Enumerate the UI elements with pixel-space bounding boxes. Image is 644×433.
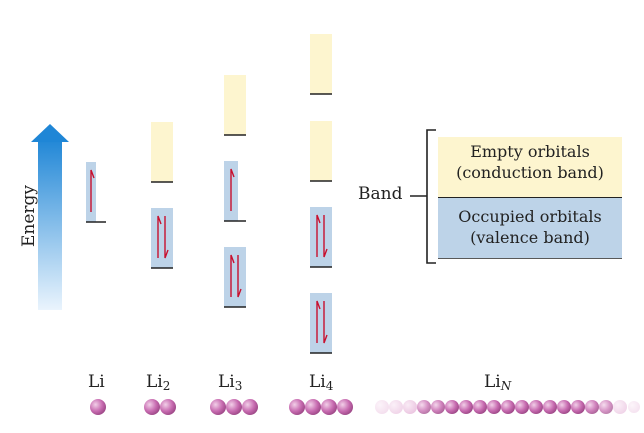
electron-up-arrow: [90, 169, 95, 212]
atom: [289, 399, 305, 415]
label-lin: LiN: [484, 372, 511, 393]
atom-row: [90, 399, 640, 415]
column-li3: [224, 75, 246, 308]
electron-up-arrow: [230, 168, 235, 211]
atom: [337, 399, 353, 415]
electron-down-arrow: [237, 255, 242, 298]
label-subscript: 4: [325, 379, 334, 393]
occupied-level-box: [224, 247, 246, 307]
occupied-level-box: [151, 208, 173, 268]
label-li4: Li4: [309, 372, 333, 393]
atom: [90, 399, 106, 415]
occupied-level-box: [310, 207, 332, 267]
label-subscript: N: [500, 379, 512, 393]
electron-up-arrow: [316, 300, 321, 343]
electron-down-arrow: [164, 216, 169, 259]
occupied-level-box: [310, 293, 332, 353]
column-li: [86, 162, 106, 223]
label-li: Li: [88, 372, 105, 392]
atom: [160, 399, 176, 415]
electron-up-arrow: [316, 214, 321, 257]
conduction-band-line1: Empty orbitals: [470, 142, 590, 161]
valence-band-box: Occupied orbitals (valence band): [438, 198, 622, 258]
empty-level-box: [310, 34, 332, 94]
atom: [242, 399, 258, 415]
conduction-band-box: Empty orbitals (conduction band): [438, 137, 622, 197]
label-main: Li: [484, 372, 501, 392]
label-subscript: 2: [162, 379, 171, 393]
column-li4: [310, 34, 332, 354]
empty-level-box: [151, 122, 173, 182]
band-label: Band: [358, 184, 403, 204]
energy-arrow: [31, 124, 69, 310]
atom: [321, 399, 337, 415]
valence-band-line2: (valence band): [470, 228, 590, 247]
electron-down-arrow: [323, 215, 328, 258]
electron-down-arrow: [323, 301, 328, 344]
conduction-band-line2: (conduction band): [456, 163, 604, 182]
atom: [210, 399, 226, 415]
atom: [305, 399, 321, 415]
label-subscript: 3: [234, 379, 243, 393]
atom-chain-lin: [375, 400, 640, 414]
label-main: Li: [146, 372, 163, 392]
label-main: Li: [218, 372, 235, 392]
empty-level-box: [224, 75, 246, 135]
column-li2: [151, 122, 173, 269]
atom: [144, 399, 160, 415]
label-li2: Li2: [146, 372, 170, 393]
energy-axis-label: Energy: [19, 184, 39, 248]
label-li3: Li3: [218, 372, 242, 393]
electron-up-arrow: [157, 215, 162, 258]
label-main: Li: [88, 372, 105, 392]
band-bracket: [410, 129, 622, 264]
electron-up-arrow: [230, 254, 235, 297]
label-main: Li: [309, 372, 326, 392]
valence-band-line1: Occupied orbitals: [458, 207, 602, 226]
atom: [226, 399, 242, 415]
empty-level-box: [310, 121, 332, 181]
